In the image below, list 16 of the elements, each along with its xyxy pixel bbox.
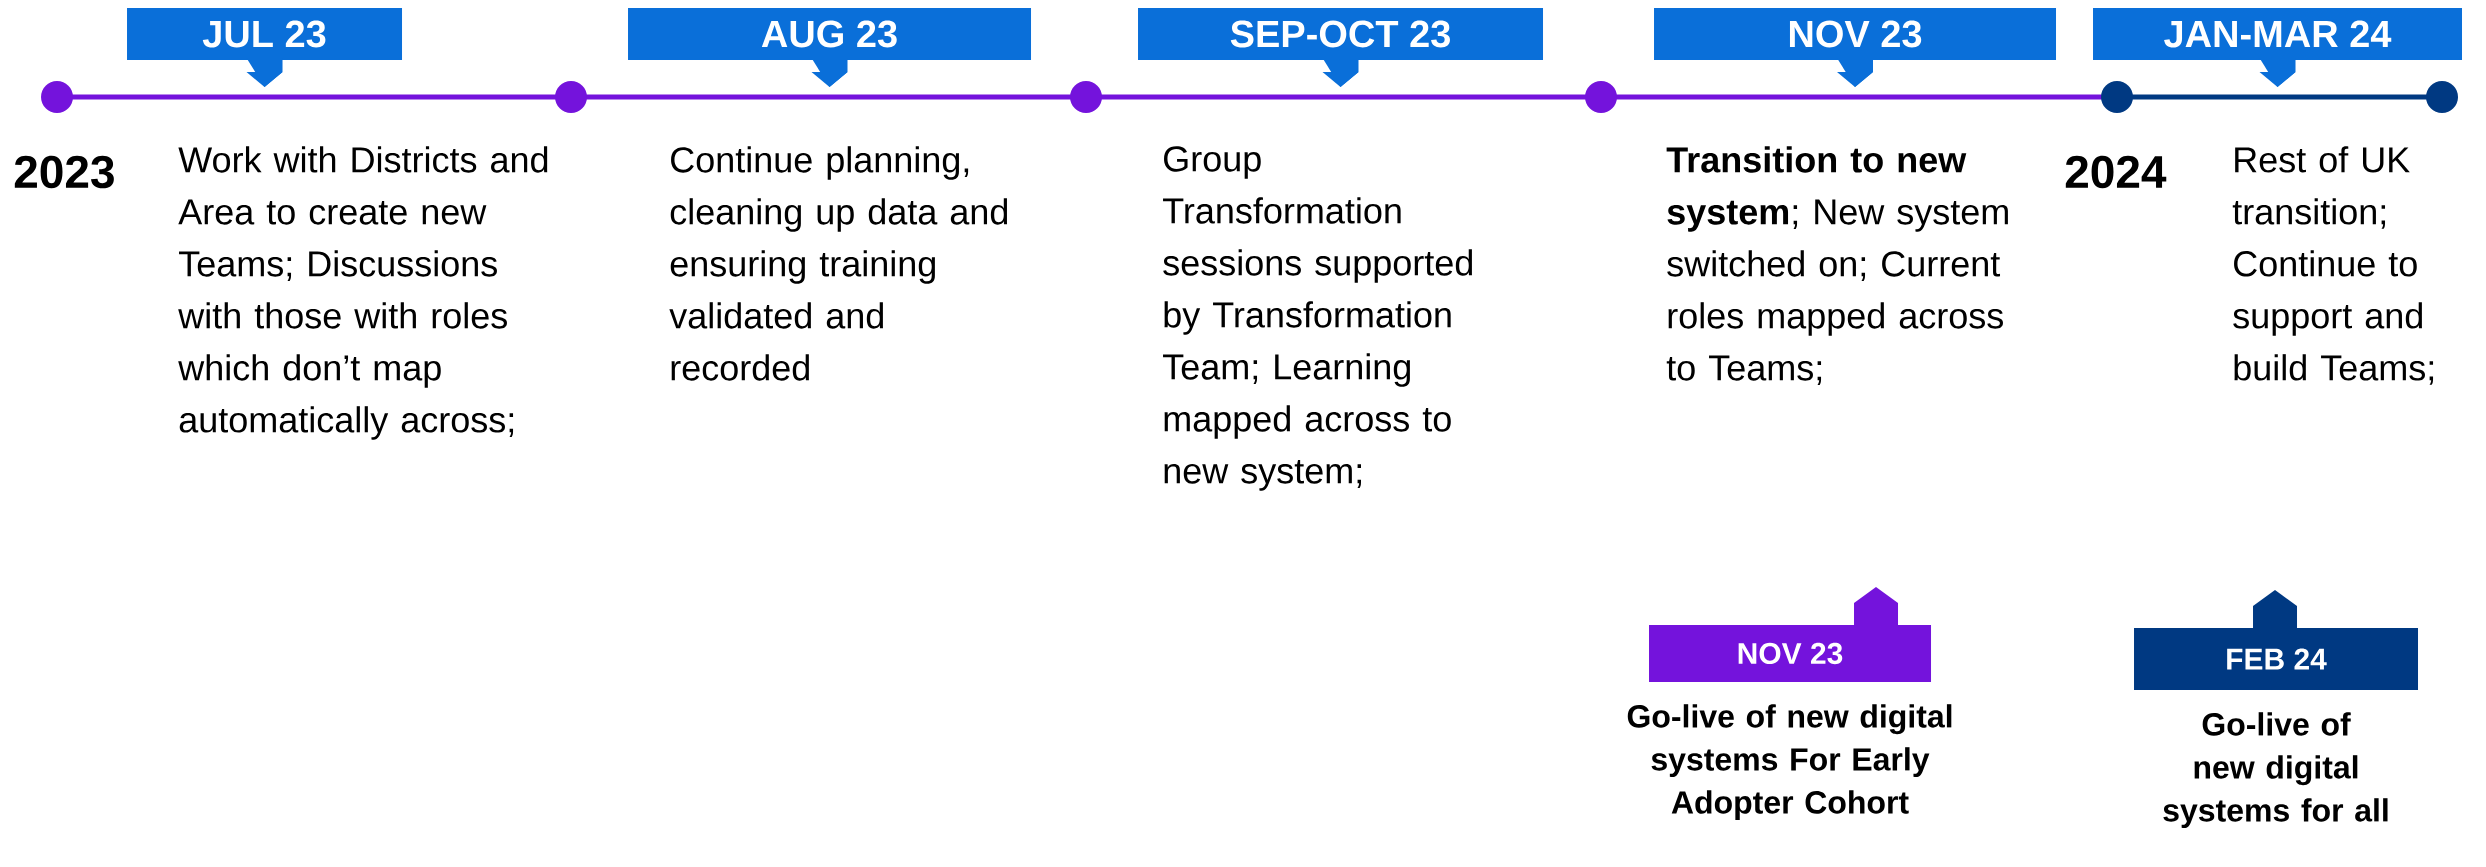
date-box: SEP-OCT 23	[1138, 8, 1543, 87]
date-box: AUG 23	[628, 8, 1031, 87]
milestone-text: Go-live of new digital systems For Early Adopter Cohort	[1627, 704, 1952, 820]
date-box: NOV 23	[1649, 587, 1931, 682]
description-text: Work with Districts and Area to create new Teams; Discussions with those with roles which don’t map automatically across;	[178, 146, 548, 440]
date-box: JUL 23	[127, 8, 402, 87]
description-text: Group Transformation sessions supported by Transformation Team; Learning mapped across to new system;	[1163, 146, 1472, 491]
date-box: FEB 24	[2134, 590, 2418, 690]
description-text: Transition to new system; New system switched on; Current roles mapped across to Teams;	[1666, 146, 2008, 385]
year-label: 2023	[14, 155, 114, 189]
description-text: Continue planning, cleaning up data and ensuring training validated and recorded	[669, 146, 1008, 381]
milestone-text: Go-live of new digital systems for all	[2163, 712, 2388, 828]
year-label: 2024	[2065, 155, 2167, 189]
date-box: JAN-MAR 24	[2093, 8, 2462, 87]
description-text: Rest of UK transition; Continue to support and build Teams;	[2232, 146, 2434, 385]
date-box: NOV 23	[1654, 8, 2056, 87]
